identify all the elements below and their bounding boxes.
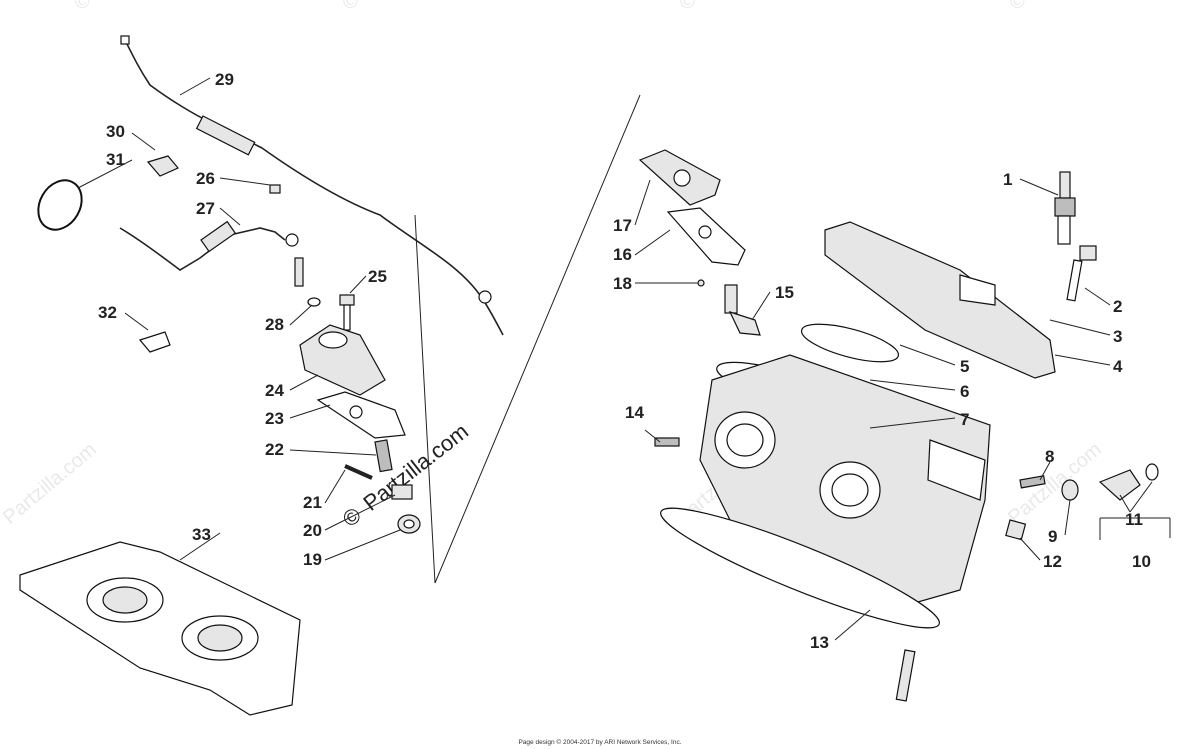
watermark-symbol: © xyxy=(343,0,358,13)
gasket-23 xyxy=(316,391,406,439)
callout-25: 25 xyxy=(368,267,387,286)
gasket-kit-33 xyxy=(19,541,301,716)
callout-4: 4 xyxy=(1113,357,1123,376)
callout-12: 12 xyxy=(1043,552,1062,571)
callout-30: 30 xyxy=(106,122,125,141)
screw-21 xyxy=(344,464,373,480)
callout-28: 28 xyxy=(265,315,284,334)
leader-lines xyxy=(77,77,1171,641)
stud-bottom xyxy=(895,649,916,702)
watermark-text: Partzilla.com xyxy=(1004,438,1106,528)
fitting-15 xyxy=(724,284,761,336)
screw-26 xyxy=(269,184,281,194)
clip-30 xyxy=(146,155,179,177)
washer-28 xyxy=(294,257,321,307)
seal-19 xyxy=(397,514,421,534)
watermark-text: Partzilla.com xyxy=(0,438,101,528)
callout-labels: 1 2 3 4 5 6 7 8 9 10 11 12 13 14 15 16 1… xyxy=(98,70,1151,652)
callout-31: 31 xyxy=(106,150,125,169)
callout-22: 22 xyxy=(265,440,284,459)
callout-21: 21 xyxy=(303,493,322,512)
spring-22 xyxy=(374,439,393,473)
callout-6: 6 xyxy=(960,382,969,401)
gasket-16 xyxy=(666,207,746,266)
callout-23: 23 xyxy=(265,409,284,428)
callout-32: 32 xyxy=(98,303,117,322)
callout-17: 17 xyxy=(613,216,632,235)
callout-27: 27 xyxy=(196,199,215,218)
o-ring-5 xyxy=(800,323,900,363)
section-divider xyxy=(414,94,641,584)
callout-13: 13 xyxy=(810,633,829,652)
callout-26: 26 xyxy=(196,169,215,188)
callout-18: 18 xyxy=(613,274,632,293)
callout-20: 20 xyxy=(303,521,322,540)
spark-plug-1 xyxy=(1054,171,1076,245)
pump-housing-24 xyxy=(299,324,386,396)
callout-7: 7 xyxy=(960,410,969,429)
seal-9 xyxy=(1061,479,1079,501)
sensor-10 xyxy=(1098,463,1159,501)
callout-10: 10 xyxy=(1132,552,1151,571)
bracket-32 xyxy=(138,331,171,353)
callout-29: 29 xyxy=(215,70,234,89)
callout-33: 33 xyxy=(192,525,211,544)
watermark-symbol: © xyxy=(680,0,695,13)
gasket-13 xyxy=(660,507,940,629)
head-cover-4 xyxy=(824,221,1056,379)
stud-14 xyxy=(654,437,680,447)
callout-3: 3 xyxy=(1113,327,1122,346)
nut-12 xyxy=(1005,519,1027,541)
throttle-cable-29 xyxy=(120,35,504,336)
callout-1: 1 xyxy=(1003,170,1012,189)
callout-8: 8 xyxy=(1045,447,1054,466)
callout-5: 5 xyxy=(960,357,969,376)
watermark-symbol: © xyxy=(75,0,90,13)
oil-line-27 xyxy=(119,220,299,271)
footer-credit: Page design © 2004-2017 by ARI Network S… xyxy=(518,739,682,746)
callout-24: 24 xyxy=(265,381,284,400)
fitting-20 xyxy=(391,484,413,500)
callout-19: 19 xyxy=(303,550,322,569)
callout-9: 9 xyxy=(1048,527,1057,546)
callout-11: 11 xyxy=(1125,510,1143,529)
callout-14: 14 xyxy=(625,403,644,422)
bolt-2 xyxy=(1066,245,1097,302)
clamp-31 xyxy=(37,179,83,231)
callout-15: 15 xyxy=(775,283,794,302)
watermark-symbol: © xyxy=(1010,0,1025,13)
stud-8 xyxy=(1019,475,1046,489)
callout-16: 16 xyxy=(613,245,632,264)
callout-2: 2 xyxy=(1113,297,1122,316)
flange-17 xyxy=(638,149,721,206)
pin-18 xyxy=(697,279,705,287)
screw-25 xyxy=(339,294,355,331)
